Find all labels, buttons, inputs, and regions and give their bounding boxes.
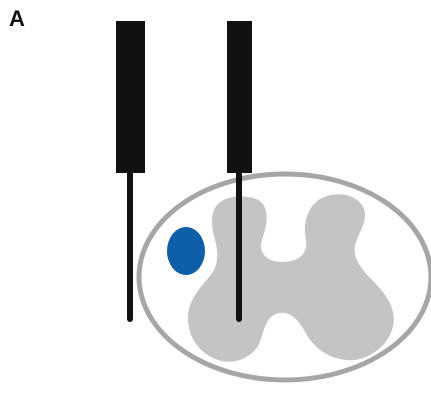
electrode-left-tip xyxy=(127,170,133,322)
electrode-right-shaft xyxy=(227,21,252,173)
electrode-right-tip xyxy=(236,170,242,322)
electrode-left-shaft xyxy=(116,21,145,173)
lesion-spot xyxy=(167,227,205,275)
